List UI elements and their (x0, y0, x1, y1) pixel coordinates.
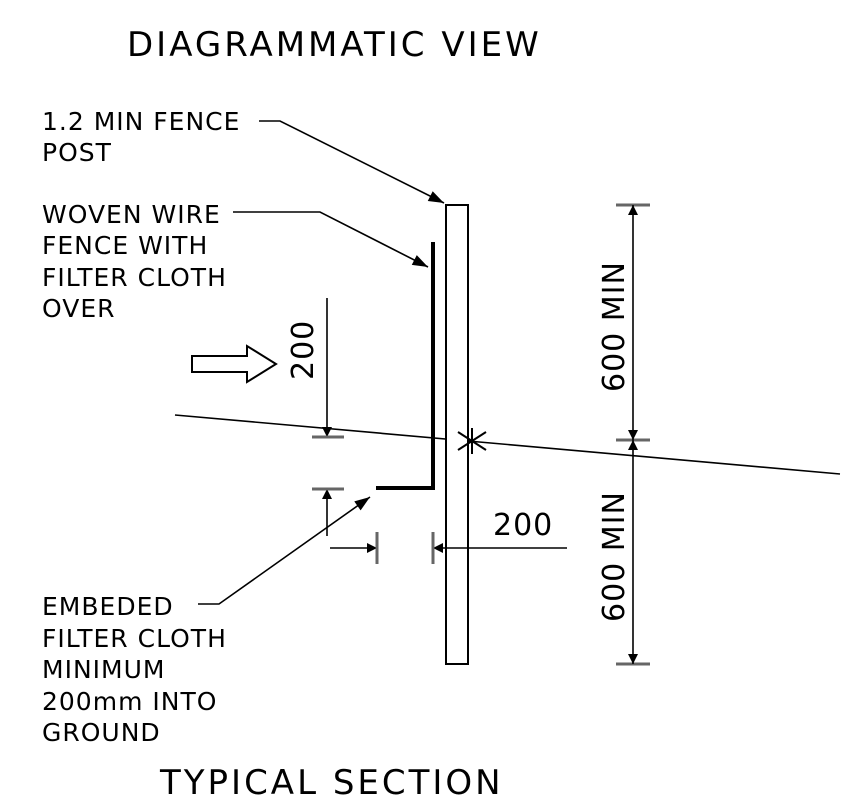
leader-fence-post (259, 120, 445, 204)
note-fence-post-line-1: 1.2 MIN FENCE (42, 107, 240, 136)
note-fence-post: 1.2 MIN FENCE POST (42, 107, 445, 204)
section-title: TYPICAL SECTION (159, 763, 504, 803)
dimension-label-vertical-200: 200 (286, 320, 321, 380)
note-woven-wire-line-4: OVER (42, 294, 116, 323)
ground-intersection-mark (457, 428, 487, 454)
note-embedded-line-5: GROUND (42, 718, 161, 747)
dimension-vertical-200: 200 (286, 298, 344, 536)
ground-line (174, 414, 841, 475)
note-fence-post-line-2: POST (42, 138, 112, 167)
woven-wire-fence (376, 242, 435, 490)
note-woven-wire: WOVEN WIRE FENCE WITH FILTER CLOTH OVER (42, 200, 429, 323)
note-woven-wire-line-3: FILTER CLOTH (42, 263, 227, 292)
dimension-label-horizontal-200: 200 (493, 508, 553, 543)
leader-woven-wire (233, 211, 429, 268)
note-embedded-line-4: 200mm INTO (42, 687, 217, 716)
fence-post (445, 204, 469, 665)
dimension-label-below-ground: 600 MIN (597, 491, 632, 622)
note-woven-wire-line-1: WOVEN WIRE (42, 200, 221, 229)
diagram-title: DIAGRAMMATIC VIEW (127, 25, 542, 65)
dimension-below-ground: 600 MIN (597, 440, 650, 666)
note-embedded-line-2: FILTER CLOTH (42, 624, 227, 653)
note-embedded-line-3: MINIMUM (42, 655, 165, 684)
note-woven-wire-line-2: FENCE WITH (42, 231, 208, 260)
dimension-above-ground: 600 MIN (597, 203, 650, 442)
dimension-horizontal-200: 200 (330, 508, 567, 564)
flow-arrow-icon (191, 344, 278, 384)
dimension-label-above-ground: 600 MIN (597, 261, 632, 392)
note-embedded-line-1: EMBEDED (42, 592, 174, 621)
leader-embedded-cloth (198, 496, 371, 605)
note-embedded-cloth: EMBEDED FILTER CLOTH MINIMUM 200mm INTO … (42, 496, 371, 747)
